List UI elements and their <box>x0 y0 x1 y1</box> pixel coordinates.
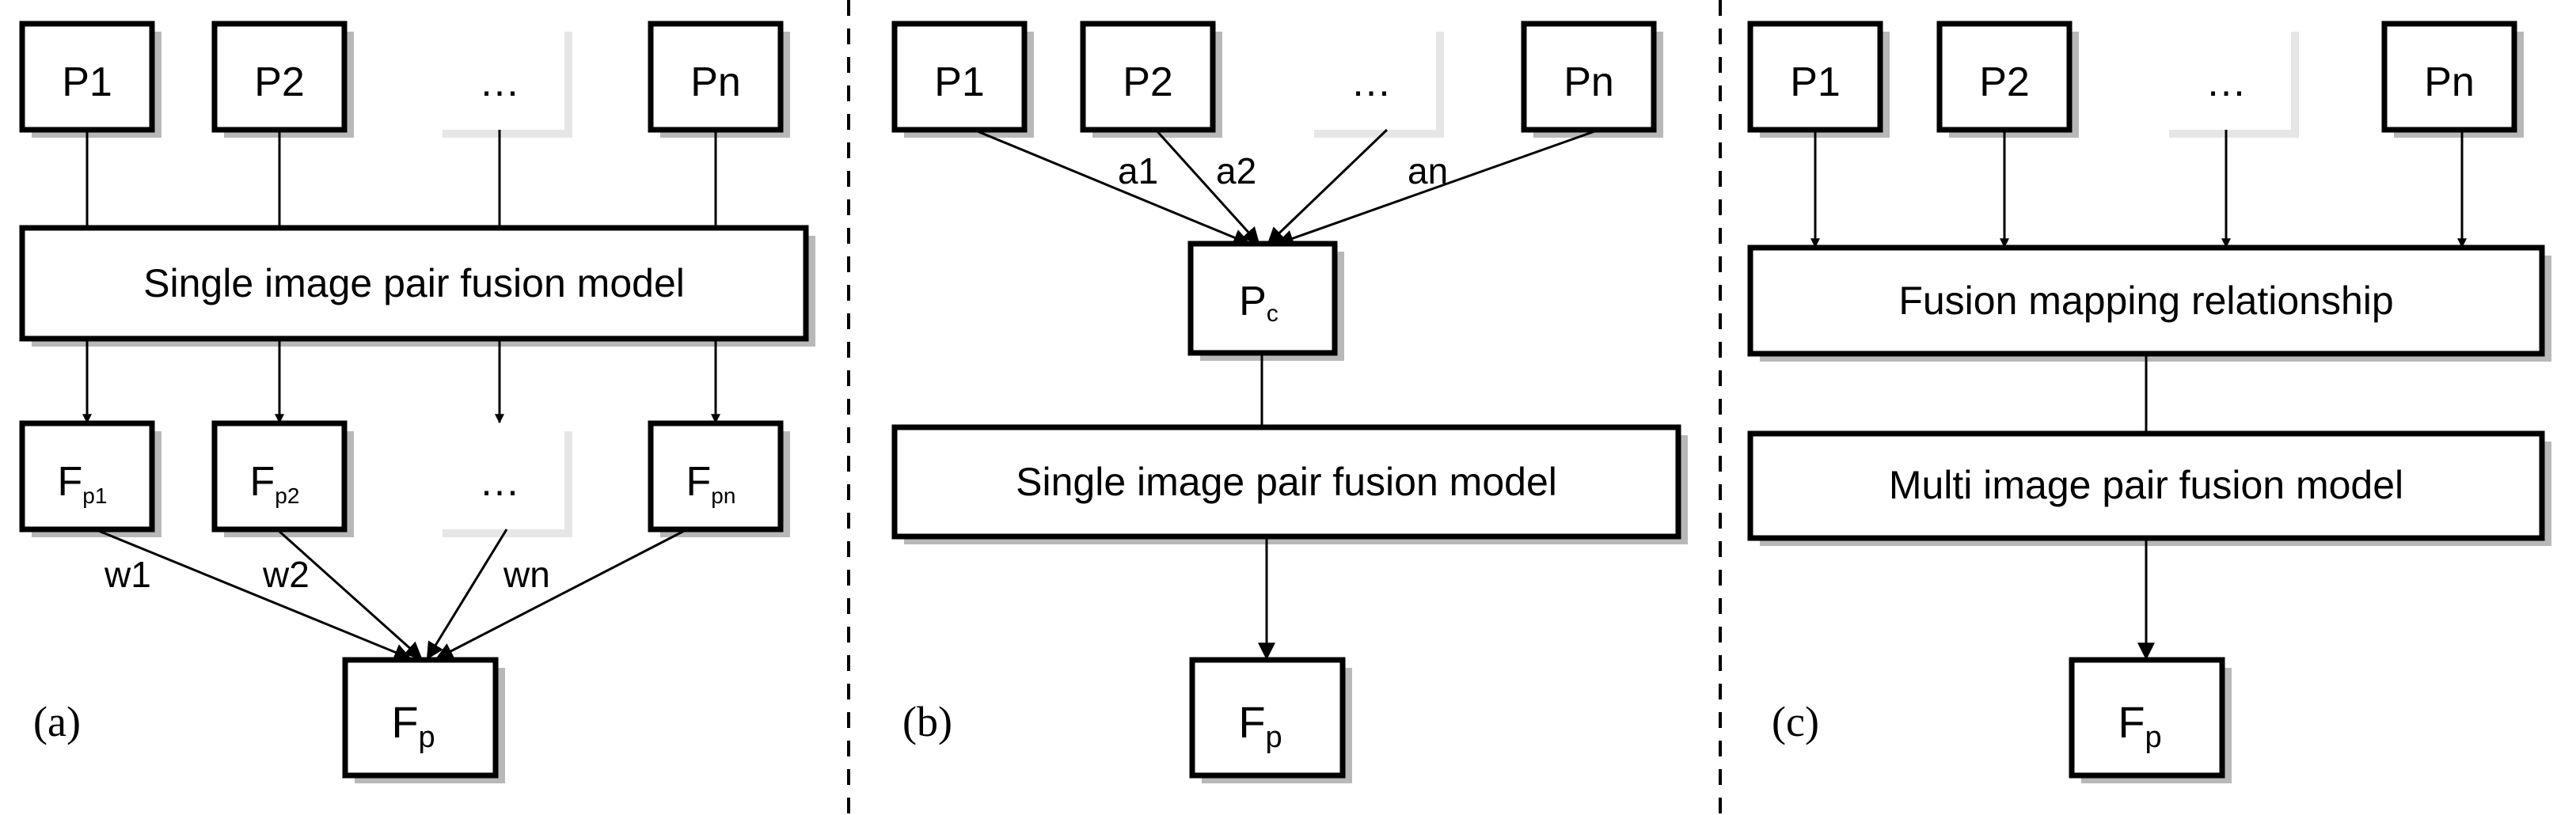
panel-a-feature-fp1-sub: p1 <box>82 483 107 508</box>
panel-b-combined: Pc <box>1239 279 1279 327</box>
panel-a-edge-fp1-output <box>94 528 412 661</box>
panel-a-edge-ellipsis-output <box>426 529 508 660</box>
panel-b-edge-p2-pc <box>1154 128 1260 245</box>
panel-c-output-main: F <box>2118 697 2145 747</box>
panel-c-mapping-label: Fusion mapping relationship <box>1898 279 2393 323</box>
panel-a-edge-fpn-output <box>435 528 688 660</box>
panel-a-feature-ellipsis: … <box>479 459 520 505</box>
panel-a-feature-ellipsis-box <box>435 423 564 529</box>
panel-b-model-box <box>891 424 1681 540</box>
panel-b-combined-main: P <box>1239 279 1267 324</box>
panel-a-output: Fp <box>391 697 435 754</box>
panel-c-input-p1: P1 <box>1790 59 1841 105</box>
panel-a-weight-w2: w2 <box>262 554 310 595</box>
panel-b-input-p1-box <box>891 21 1028 133</box>
panel-c-input-pn-box <box>2381 21 2517 133</box>
panel-a-weight-w1: w1 <box>104 554 151 595</box>
panel-b-input-p2-box <box>1080 21 1216 133</box>
panel-c-caption: (c) <box>1772 698 1819 745</box>
panel-a-feature-fp1: Fp1 <box>58 459 108 508</box>
panel-a-output-main: F <box>391 697 418 747</box>
panel-b-output-sub: p <box>1266 721 1282 754</box>
panel-a-input-p2-box <box>211 21 348 133</box>
panel-b-combined-sub: c <box>1267 301 1279 327</box>
panel-b-edge-ellipsis-pc <box>1267 128 1389 245</box>
panel-c-input-p1-box <box>1747 21 1883 133</box>
panel-b: P1 P2 … Pn a1 a2 an Pc Single image pair… <box>891 21 1688 783</box>
panel-c-model-label: Multi image pair fusion model <box>1889 463 2403 507</box>
panel-b-input-pn: Pn <box>1563 59 1614 105</box>
panel-c-output-box <box>2069 657 2225 779</box>
panel-b-weight-a2: a2 <box>1216 150 1256 191</box>
panel-a-feature-fp2-main: F <box>250 459 275 505</box>
panel-b-model-label: Single image pair fusion model <box>1016 460 1557 504</box>
panel-a-output-box <box>342 657 499 779</box>
panel-a-feature-fpn-sub: pn <box>711 483 735 508</box>
panel-c-output: Fp <box>2118 697 2161 754</box>
panel-a-feature-fp1-box <box>19 420 155 533</box>
panel-c-input-p2: P2 <box>1979 59 2030 105</box>
panel-a-caption: (a) <box>33 698 81 745</box>
panel-c-input-pn: Pn <box>2424 59 2475 105</box>
panel-a-input-ellipsis: … <box>479 59 520 105</box>
panel-a-feature-fp2-sub: p2 <box>275 483 299 508</box>
panel-b-input-p1: P1 <box>934 59 985 105</box>
panel-b-input-p2: P2 <box>1123 59 1173 105</box>
panel-a-edge-fp2-output <box>275 528 423 660</box>
panel-a-output-sub: p <box>419 721 435 754</box>
panel-a-model-label: Single image pair fusion model <box>143 261 685 305</box>
panel-a-input-p1-box <box>19 21 155 133</box>
panel-b-edge-p1-pc <box>973 128 1252 246</box>
panel-c-output-sub: p <box>2145 721 2162 754</box>
panel-a-feature-fp1-main: F <box>58 459 83 505</box>
panel-c-input-ellipsis-box <box>2161 24 2291 130</box>
panel-a: P1 P2 … Pn Single image pair fusion mode… <box>19 21 815 783</box>
panel-b-caption: (b) <box>902 698 952 745</box>
panel-a-input-pn-box <box>648 21 784 133</box>
panel-a-weight-wn: wn <box>503 554 550 595</box>
panel-c: P1 P2 … Pn Fusion mapping relationship M… <box>1747 21 2551 783</box>
panel-c-mapping-box <box>1747 244 2545 357</box>
panel-a-input-p2: P2 <box>254 59 305 105</box>
panel-b-weight-an: an <box>1408 150 1448 191</box>
panel-b-input-pn-box <box>1521 21 1657 133</box>
panel-b-weight-a1: a1 <box>1118 150 1158 191</box>
panel-a-feature-fpn-box <box>648 420 784 533</box>
panel-c-input-ellipsis: … <box>2206 59 2247 105</box>
panel-a-feature-fpn: Fpn <box>686 459 736 508</box>
panel-b-input-ellipsis-box <box>1306 24 1436 130</box>
panel-b-edge-pn-pc <box>1275 128 1600 247</box>
panel-b-output-main: F <box>1238 697 1265 747</box>
panel-b-output: Fp <box>1238 697 1282 754</box>
panel-a-input-p1: P1 <box>62 59 112 105</box>
panel-a-input-pn: Pn <box>690 59 741 105</box>
panel-a-feature-fpn-main: F <box>686 459 712 505</box>
panel-b-output-box <box>1189 657 1346 779</box>
panel-a-model-box <box>19 225 809 342</box>
panel-a-feature-fp2: Fp2 <box>250 459 300 508</box>
panel-a-input-ellipsis-box <box>435 24 564 130</box>
panel-a-feature-fp2-box <box>211 420 348 533</box>
panel-b-input-ellipsis: … <box>1351 59 1392 105</box>
panel-c-input-p2-box <box>1936 21 2073 133</box>
